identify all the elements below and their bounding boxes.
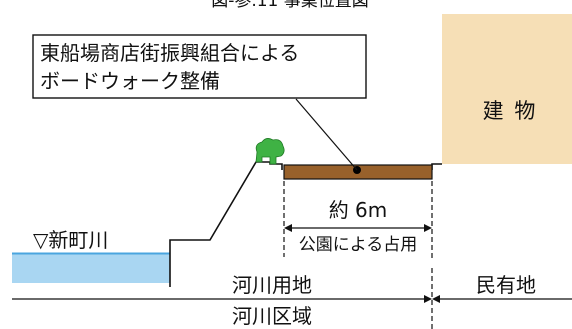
callout-leader bbox=[295, 98, 358, 171]
land-boundary-arrow-left bbox=[424, 295, 432, 303]
callout-line-1: 東船場商店街振興組合による bbox=[40, 41, 299, 65]
river-water bbox=[12, 253, 170, 283]
river-label: ▽新町川 bbox=[33, 228, 108, 252]
dimension-label: 約 6m bbox=[329, 198, 388, 222]
river-area-label: 河川区域 bbox=[232, 304, 312, 328]
callout-box bbox=[32, 34, 367, 99]
land-boundary-arrow-right bbox=[432, 295, 440, 303]
river-land-label: 河川用地 bbox=[232, 273, 312, 297]
dimension-arrow-left bbox=[284, 224, 292, 232]
shrub-icon bbox=[255, 138, 285, 165]
embankment-profile bbox=[169, 161, 262, 287]
dimension-arrow-right bbox=[424, 224, 432, 232]
figure-title: 図-参.11 事業位置図 bbox=[211, 0, 369, 11]
private-land-label: 民有地 bbox=[476, 273, 536, 297]
building bbox=[442, 14, 572, 164]
ground-near-building bbox=[431, 163, 442, 170]
building-label: 建 物 bbox=[483, 99, 538, 123]
callout-line-2: ボードウォーク整備 bbox=[40, 69, 220, 93]
park-occupancy-label: 公園による占用 bbox=[299, 235, 418, 255]
